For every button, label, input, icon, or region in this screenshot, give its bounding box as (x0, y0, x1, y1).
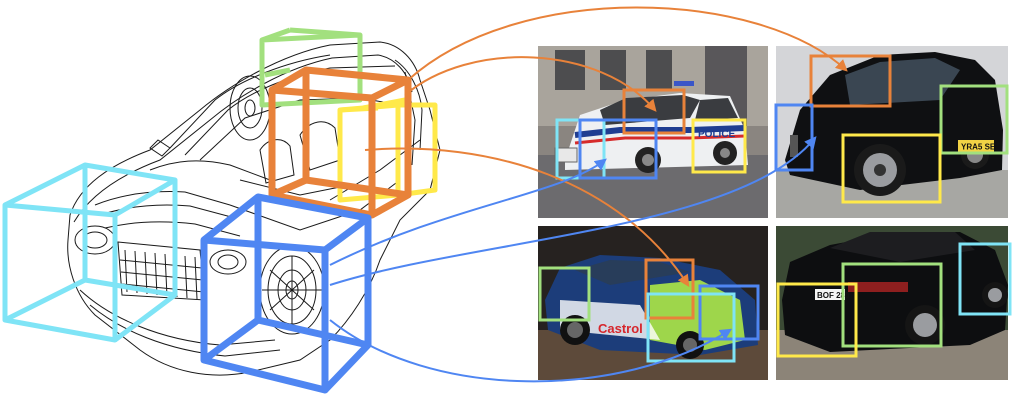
arrow-blue-to-police (329, 158, 607, 266)
arrow-blue-to-hatchback (329, 136, 817, 286)
convertible-box-yellow (776, 282, 858, 358)
castrol-decal-text: Castrol (598, 321, 643, 336)
hatchback-box-yellow (841, 133, 942, 204)
orange-3d-box (268, 66, 412, 219)
arrow-blue-to-rally (329, 319, 733, 383)
hatchback-box-orange (809, 54, 892, 108)
convertible-box-green (841, 262, 943, 348)
police-box-orange (622, 88, 686, 135)
arrow-orange-to-rally (364, 147, 690, 288)
hatchback-box-green (939, 84, 1009, 155)
rally-box-cyan (646, 292, 736, 363)
plate-convertible-text: BOF 280 (817, 291, 850, 300)
arrow-orange-to-police (404, 56, 657, 112)
arrow-orange-to-hatchback (407, 6, 848, 81)
photo-black-hatchback: YRA5 SEE (776, 46, 1008, 218)
correspondence-arrows (329, 6, 848, 383)
police-decal-text: POLICE (698, 129, 736, 140)
rally-box-green (538, 266, 591, 322)
light-cyan-3d-box (2, 162, 178, 343)
police-box-yellow (691, 118, 747, 174)
plate-hatchback-text: YRA5 SEE (961, 143, 1001, 152)
police-box-blue (578, 118, 658, 180)
convertible-box-cyan (958, 242, 1012, 316)
